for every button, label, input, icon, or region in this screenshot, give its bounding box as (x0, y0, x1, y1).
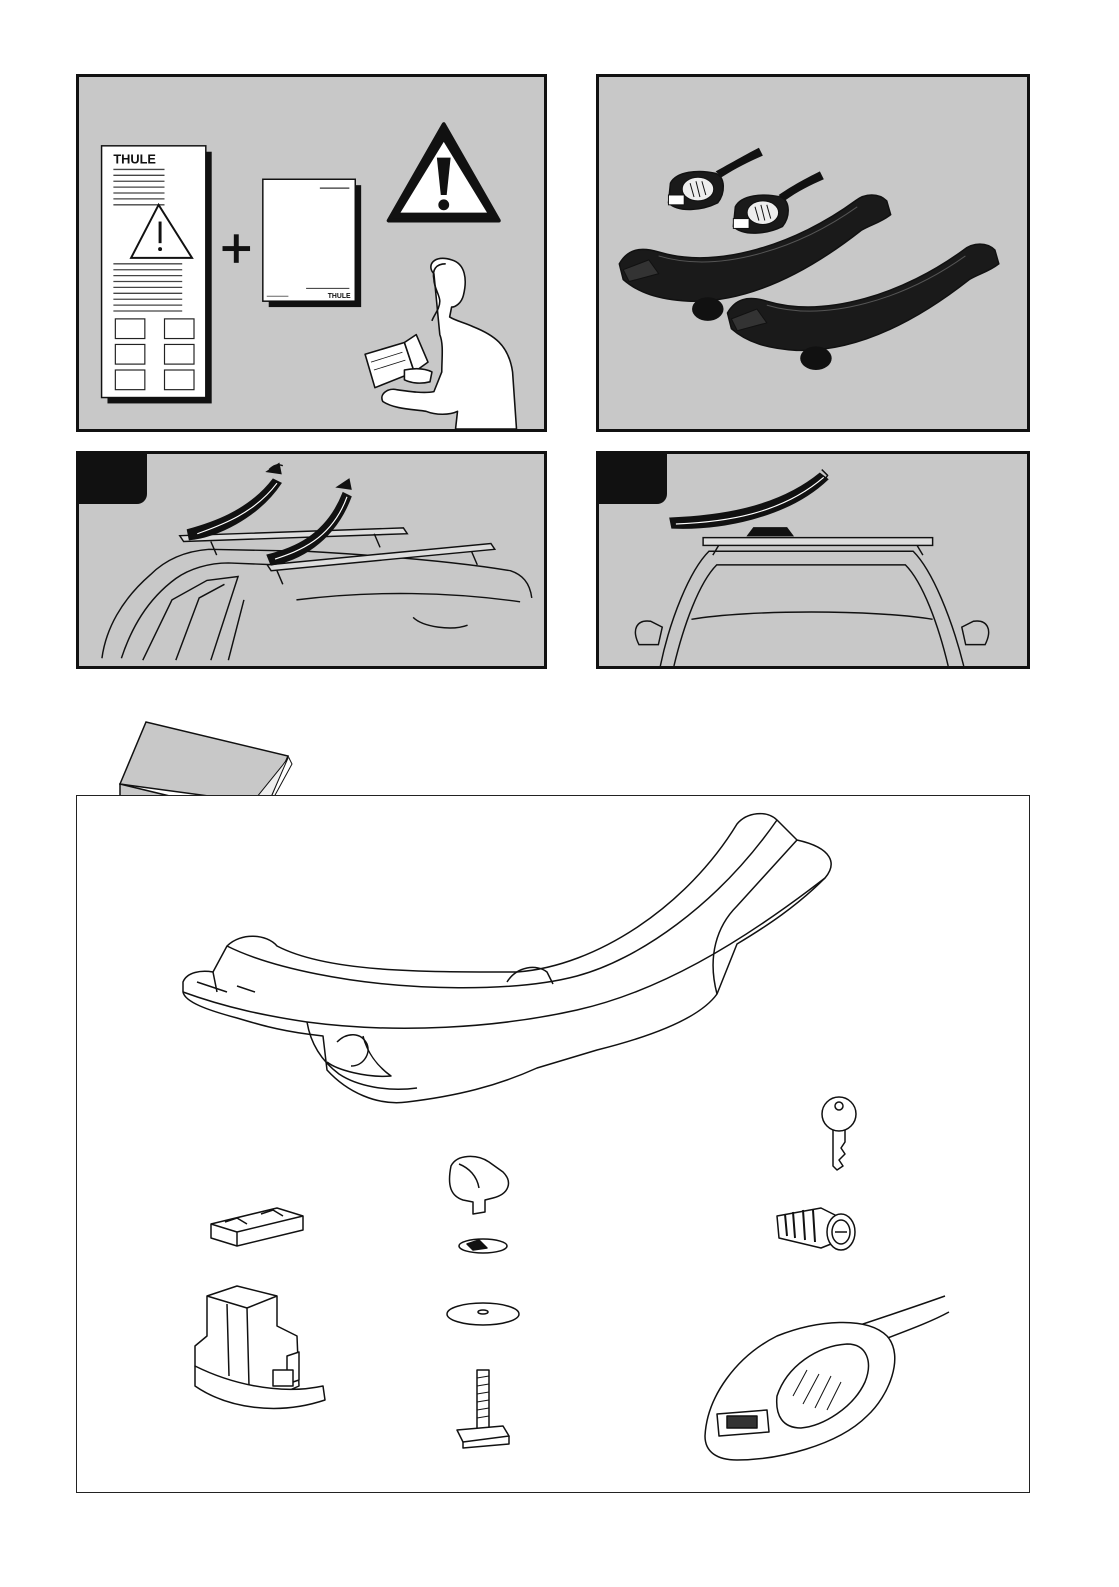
mount-side-illustration (79, 454, 544, 666)
plus-icon (223, 234, 251, 263)
instruction-sheet (263, 179, 361, 307)
panel-mount-front-view (596, 451, 1030, 669)
warning-icon (389, 124, 499, 220)
parts-illustration (77, 796, 1029, 1492)
sheet-logo: THULE (328, 293, 351, 300)
strap-buckle-2 (733, 171, 823, 233)
panel-mount-side-view (76, 451, 547, 669)
t-bolt-part (457, 1370, 509, 1448)
knob-part (450, 1156, 509, 1214)
package-overview-illustration (599, 77, 1027, 429)
key-icon (822, 1097, 856, 1170)
lock-cylinder-icon (777, 1208, 855, 1250)
kayak-cradle-part (183, 814, 831, 1103)
parts-list-frame (76, 795, 1030, 1493)
panel-package-overview (596, 74, 1030, 432)
clamp-plate-part (211, 1208, 303, 1246)
booklet-logo: THULE (113, 152, 156, 167)
person-reading-illustration (365, 258, 516, 429)
mount-front-illustration (599, 454, 1027, 666)
panel-read-instructions: THULE THULE (76, 74, 547, 432)
flat-washer-part (447, 1303, 519, 1325)
instruction-booklet (102, 146, 212, 404)
strap-buckle-part (705, 1296, 949, 1460)
foot-bracket-part (195, 1286, 325, 1408)
lock-washer-part (459, 1239, 507, 1253)
read-instructions-illustration: THULE THULE (79, 77, 544, 429)
